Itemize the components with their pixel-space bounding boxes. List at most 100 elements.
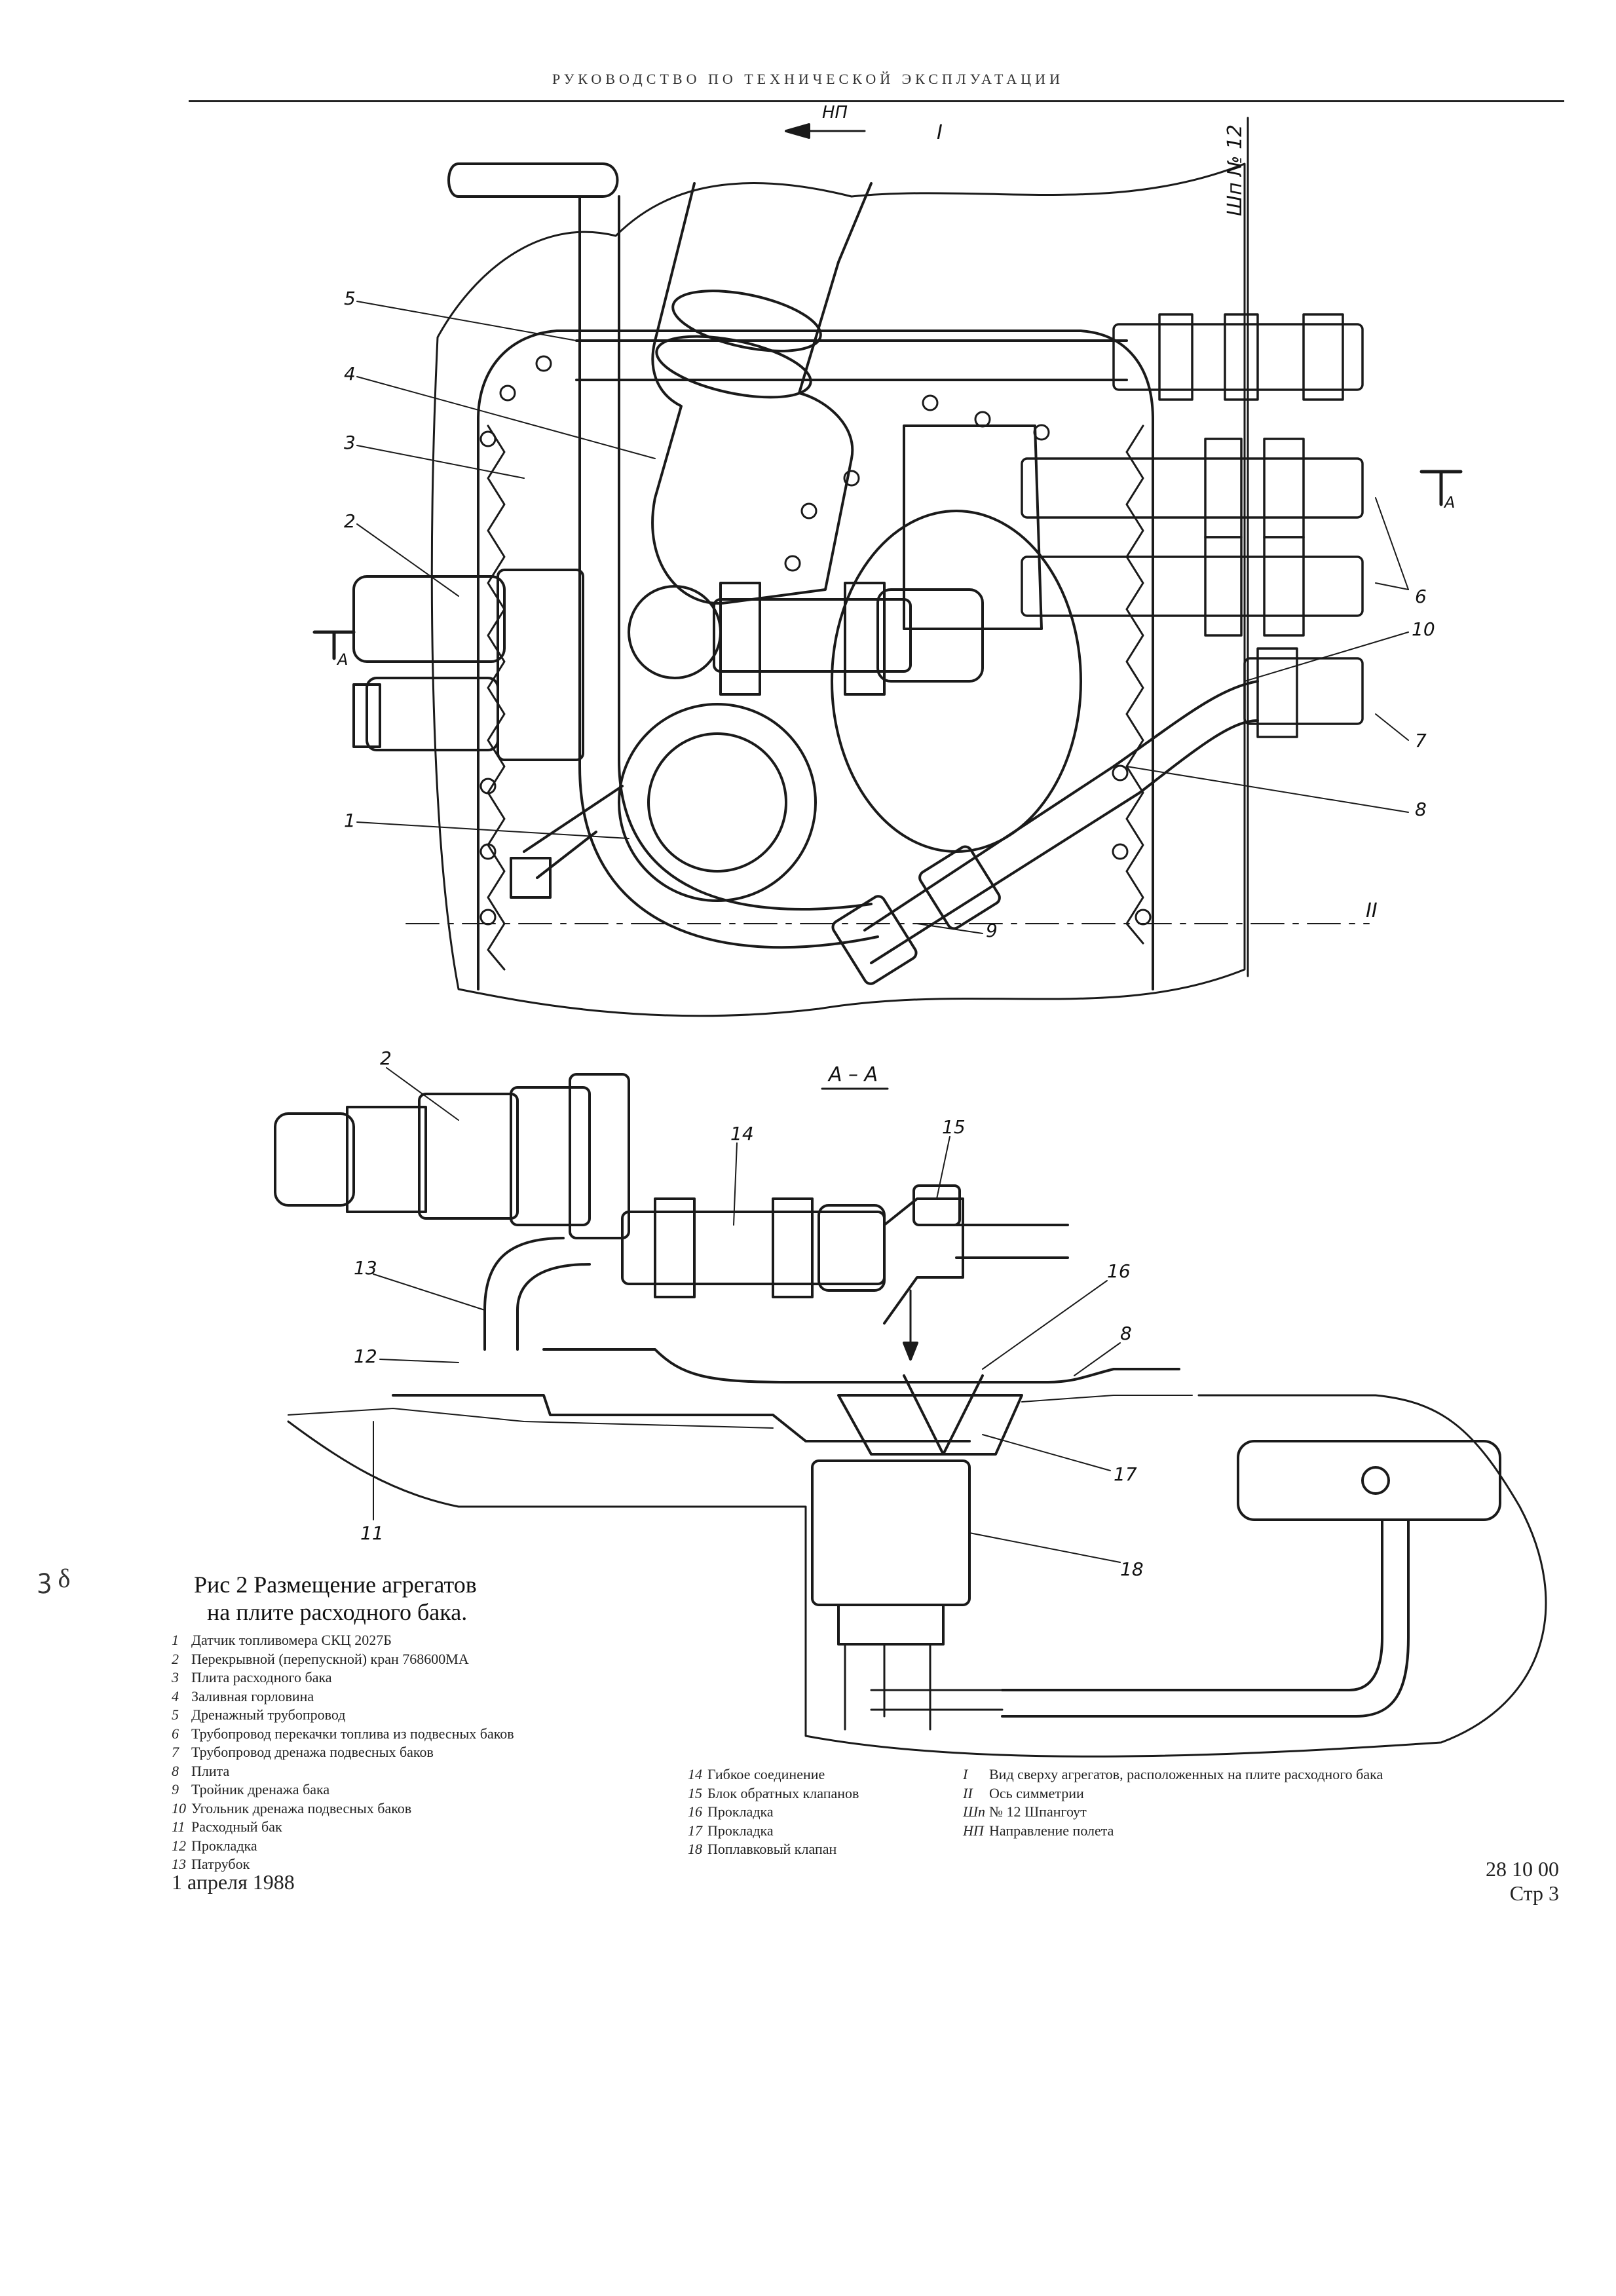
callout: 8 [1415,799,1427,820]
top-leaders [356,301,1409,934]
callout: 6 [1415,586,1427,607]
tank-plate-section [542,1348,1180,1383]
section-label: А – А [827,1063,878,1086]
seam-left [487,424,506,971]
callout: 8 [1120,1323,1132,1344]
callout: 17 [1114,1463,1137,1485]
callout: 15 [942,1116,966,1138]
transfer-fittings [1021,313,1364,738]
caption-line-1: Рис 2 Размещение агрегатов [194,1571,477,1598]
section-flex-joint [621,1211,886,1285]
footer-date: 1 апреля 1988 [172,1870,295,1894]
tank-skin-right [1021,1395,1193,1402]
callout: 4 [344,363,356,385]
tee-coupling [831,895,918,985]
drain-pipe-body [578,195,879,949]
float [1237,1440,1501,1521]
drain-pipe [447,162,619,198]
check-valve-top [903,424,1043,630]
float-arm [1001,1518,1410,1718]
callout: 9 [986,920,998,941]
shutoff-valve-2 [352,569,584,761]
section-A-right: А [1443,493,1455,512]
section-A-left: А [336,650,348,669]
section-mark-right [1419,470,1463,506]
footer-doc-code: 28 10 00 [1486,1857,1559,1881]
tank-plate-lower [392,1394,971,1442]
top-transfer-pipe [575,339,1128,381]
np-label: НП [822,103,848,122]
filler-neck [651,182,873,605]
callout: 14 [730,1123,754,1144]
margin-mark: ꝫ δ [38,1564,71,1593]
axis-II-label: II [1366,899,1378,922]
filler-neck-clamp-2 [655,335,812,399]
callout: 2 [344,510,356,532]
frame-label: Шп № 12 [1224,124,1247,216]
branch-pipe [483,1237,591,1351]
drain-tee-pipe [863,680,1259,964]
check-valve-block [883,1197,964,1325]
footer-page-number: Стр 3 [1509,1881,1559,1905]
filler-neck-clamp [671,290,822,352]
float-pivot [1361,1466,1390,1495]
float-valve [811,1459,971,1606]
callout: 12 [354,1346,377,1367]
plate-bolts [479,355,1152,926]
section-leaders [373,1067,1121,1563]
top-callout-numbers: 5 4 3 2 1 6 10 7 8 9 [344,288,1435,941]
section-view: А – А [274,1047,1547,1758]
tee-coupling-2 [918,845,1001,930]
header-rule [189,100,1564,102]
callout: 13 [354,1257,377,1279]
section-callout-numbers: 2 14 15 13 16 12 8 11 17 18 [354,1047,1144,1580]
running-header: РУКОВОДСТВО ПО ТЕХНИЧЕСКОЙ ЭКСПЛУАТАЦИИ [552,71,1064,87]
outlet-pipe [955,1224,1069,1259]
flexible-joint [628,582,984,696]
callout: 10 [1412,618,1435,640]
callout: 16 [1107,1260,1131,1282]
seam-right [1125,424,1144,945]
callout: 7 [1415,730,1427,751]
fuel-gauge-sensor [510,703,817,902]
callout: 3 [344,432,356,453]
arrowhead-icon [903,1342,918,1361]
arrowhead-icon [785,123,810,139]
callout: 2 [380,1047,392,1069]
valve-body-center [837,1394,1023,1456]
caption-line-2: на плите расходного бака. [207,1599,468,1625]
section-valve [274,1073,630,1239]
view-I-label: I [937,121,943,144]
tank-break-outline [430,162,1246,1017]
float-valve-base [837,1604,945,1646]
top-view: НП I Шп № 12 [312,103,1463,1017]
valve-cone [903,1374,984,1456]
figure-caption: Рис 2 Размещение агрегатов на плите расх… [194,1571,477,1626]
callout: 18 [1120,1558,1144,1580]
